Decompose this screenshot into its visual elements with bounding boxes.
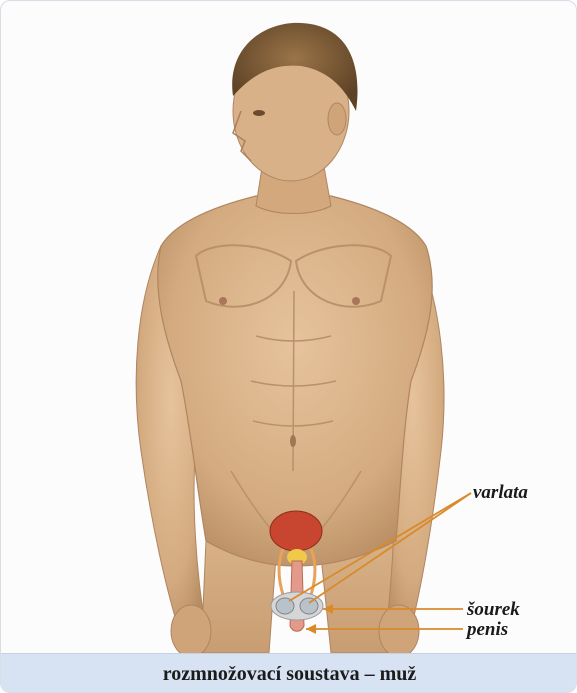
caption-bar: rozmnožovací soustava – muž [1, 653, 577, 693]
arrowhead-penis [306, 624, 316, 634]
testis-right [300, 598, 318, 614]
torso [158, 196, 432, 566]
ear [328, 103, 346, 135]
left-hand [171, 605, 211, 653]
reproductive-organs [270, 511, 323, 631]
left-nipple [219, 297, 227, 305]
label-varlata: varlata [473, 482, 528, 503]
label-sourek: šourek [466, 599, 520, 620]
eye [253, 110, 265, 116]
bladder [270, 511, 322, 551]
navel [290, 435, 296, 447]
label-penis: penis [465, 619, 508, 640]
right-nipple [352, 297, 360, 305]
figure-caption: rozmnožovací soustava – muž [163, 663, 417, 686]
anatomy-illustration: varlata šourek penis [1, 1, 577, 653]
